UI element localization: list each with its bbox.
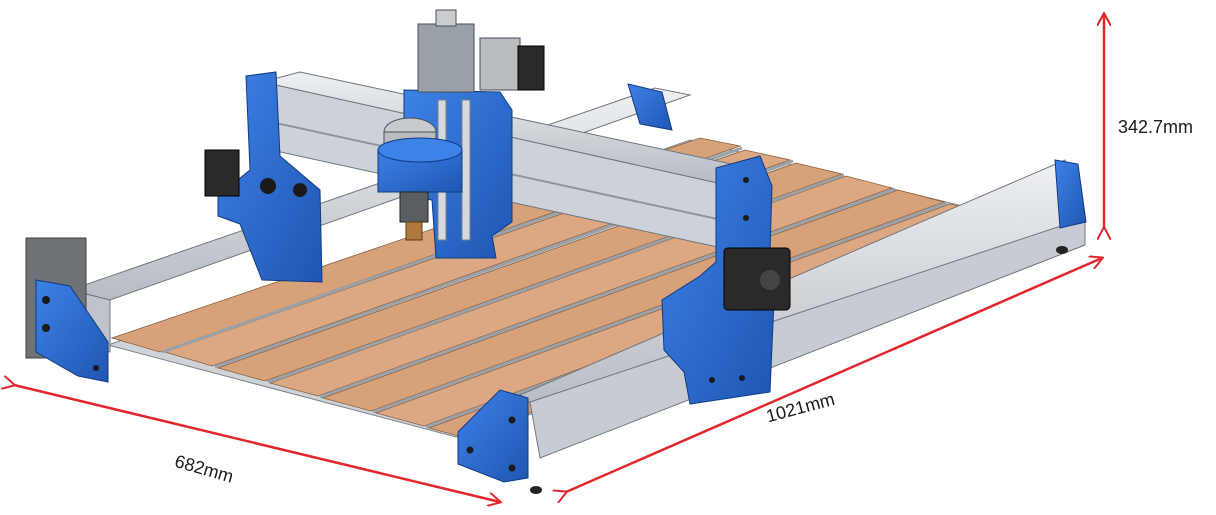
spindle — [377, 117, 463, 241]
gantry-plate-left — [204, 71, 323, 283]
feet — [530, 246, 1068, 494]
x-motor — [479, 37, 521, 91]
z-motor — [417, 23, 475, 93]
length-dimension-arrow — [566, 258, 1102, 492]
corner-bracket-back-right — [1054, 159, 1087, 229]
width-dimension-arrow — [14, 385, 500, 502]
y-motor-left — [204, 149, 240, 197]
corner-bracket-back-left — [627, 83, 673, 131]
height-dimension-label: 342.7mm — [1118, 117, 1194, 137]
y-motor-right — [723, 247, 791, 311]
corner-bracket-front-left — [35, 279, 109, 383]
